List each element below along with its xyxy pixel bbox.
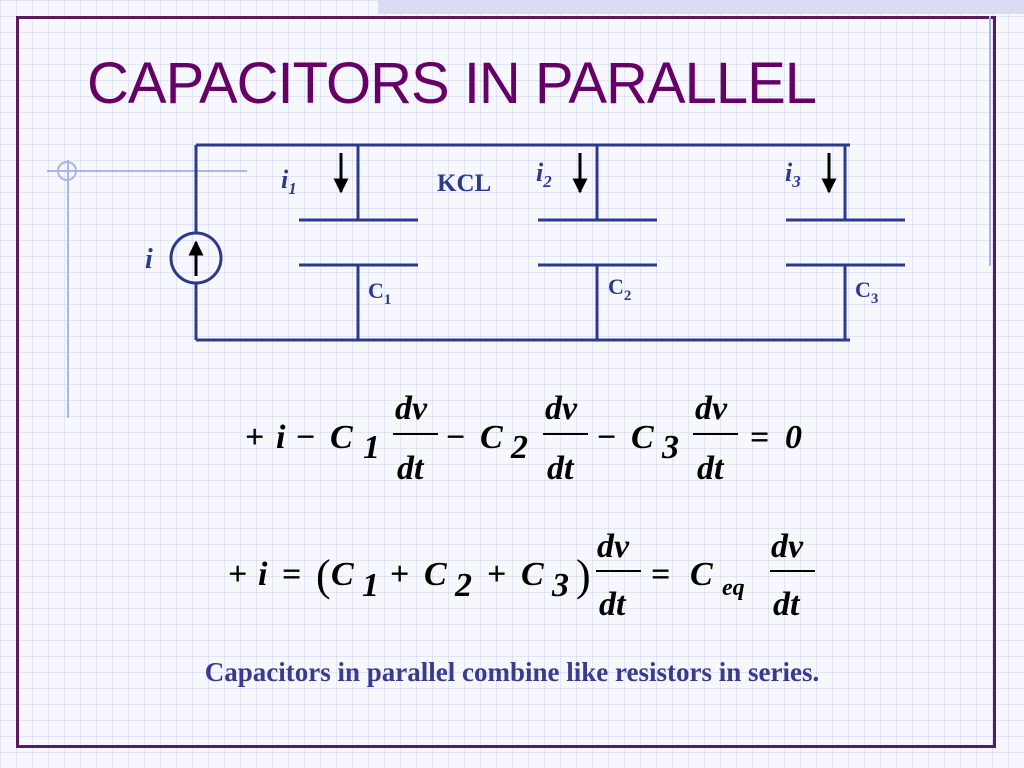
svg-text:2: 2 <box>510 429 528 466</box>
svg-text:C: C <box>480 419 503 456</box>
current-source-icon <box>169 231 223 285</box>
capacitor-label-2: C2 <box>608 274 631 304</box>
svg-text:+: + <box>228 556 247 593</box>
svg-text:dv: dv <box>695 390 728 427</box>
kcl-equation: + i − C 1 dv dt − C 2 dv dt − C 3 dv dt … <box>245 390 802 487</box>
capacitor-label-1: C1 <box>368 278 391 308</box>
circuit-diagram: i i1 i2 i3 KCL C1 C2 C3 <box>145 143 905 342</box>
decorative-vertical-line-right <box>989 16 991 266</box>
svg-text:C: C <box>690 556 713 593</box>
svg-text:C: C <box>331 556 354 593</box>
svg-text:(: ( <box>316 551 331 600</box>
svg-text:2: 2 <box>454 567 472 604</box>
svg-text:dv: dv <box>545 390 578 427</box>
slide-frame <box>16 16 996 748</box>
svg-text:−: − <box>446 419 465 456</box>
svg-text:C: C <box>330 419 353 456</box>
branch-current-label-2: i2 <box>536 158 552 191</box>
svg-text:3: 3 <box>661 429 679 466</box>
svg-text:0: 0 <box>785 419 802 456</box>
svg-text:+: + <box>487 556 506 593</box>
svg-text:=: = <box>750 419 769 456</box>
svg-text:C: C <box>631 419 654 456</box>
branch-current-label-1: i1 <box>281 165 297 198</box>
svg-text:C: C <box>521 556 544 593</box>
source-current-label: i <box>145 244 153 275</box>
svg-text:dt: dt <box>697 450 725 487</box>
svg-text:1: 1 <box>363 429 380 466</box>
top-accent-band <box>378 0 1024 14</box>
svg-text:dt: dt <box>547 450 575 487</box>
svg-text:i: i <box>258 556 268 593</box>
svg-text:dv: dv <box>395 390 428 427</box>
svg-text:3: 3 <box>551 567 569 604</box>
slide-title: CAPACITORS IN PARALLEL <box>87 51 817 116</box>
svg-text:i: i <box>276 419 286 456</box>
svg-text:−: − <box>597 419 616 456</box>
svg-text:=: = <box>282 556 301 593</box>
slide-caption: Capacitors in parallel combine like resi… <box>204 657 820 687</box>
svg-text:dt: dt <box>397 450 425 487</box>
svg-text:dv: dv <box>597 528 630 565</box>
decorative-horizontal-line <box>47 170 247 172</box>
equivalent-capacitance-equation: + i = ( C 1 + C 2 + C 3 ) dv dt = C eq d… <box>228 528 815 623</box>
svg-text:1: 1 <box>362 567 379 604</box>
svg-text:=: = <box>651 556 670 593</box>
svg-text:): ) <box>576 551 591 600</box>
capacitor-label-3: C3 <box>855 277 878 307</box>
svg-text:dt: dt <box>773 586 801 623</box>
kcl-label: KCL <box>437 170 491 197</box>
svg-text:C: C <box>424 556 447 593</box>
svg-text:+: + <box>245 419 264 456</box>
decorative-vertical-line-left <box>67 160 69 418</box>
svg-text:dt: dt <box>599 586 627 623</box>
decorative-circle-icon <box>57 161 77 181</box>
svg-text:+: + <box>390 556 409 593</box>
svg-text:eq: eq <box>722 575 745 601</box>
svg-text:−: − <box>296 419 315 456</box>
branch-current-label-3: i3 <box>785 158 801 191</box>
circuit-wires <box>194 143 905 342</box>
svg-text:dv: dv <box>771 528 804 565</box>
